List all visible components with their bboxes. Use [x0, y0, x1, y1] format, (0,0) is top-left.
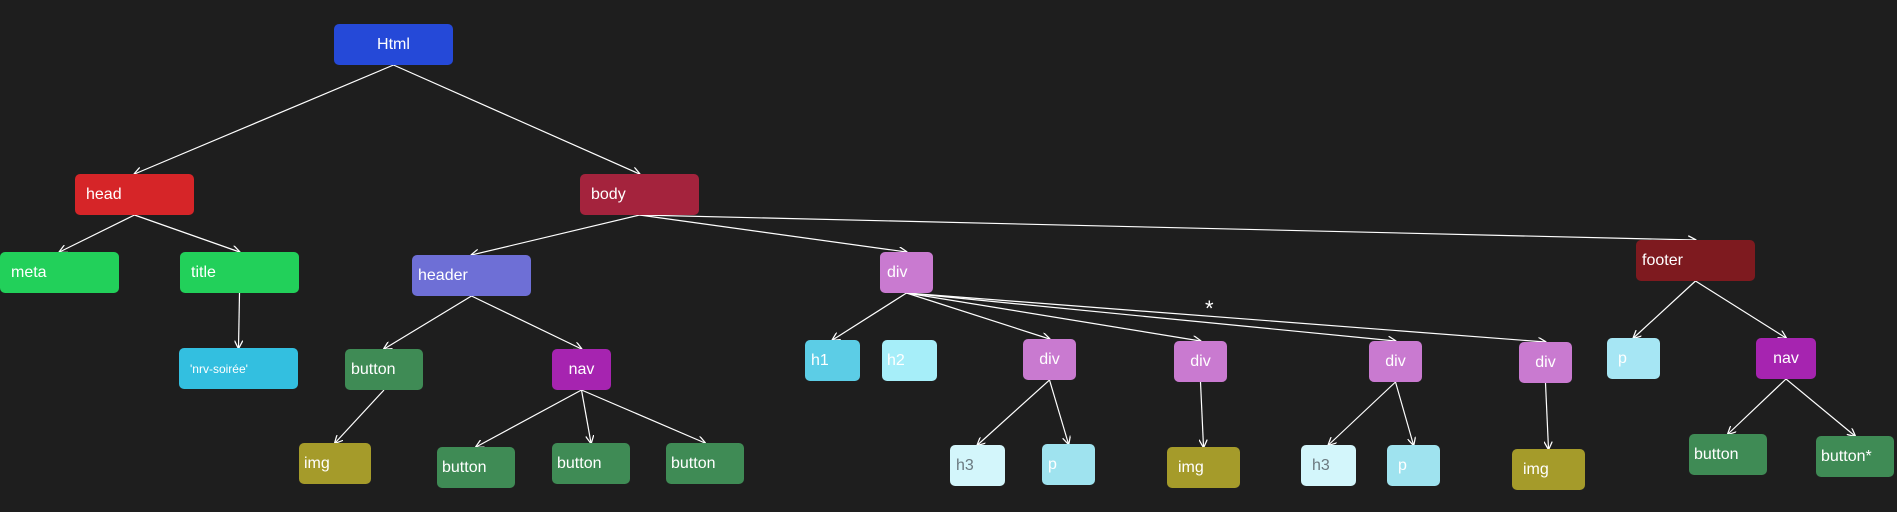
edge-hdr_button-hdr_img: [335, 389, 385, 443]
edge-hdr_nav-nav_btn1: [476, 389, 582, 447]
edge-body-footer: [639, 214, 1696, 240]
edge-footer-footer_p: [1634, 280, 1696, 338]
node-nav-button-2[interactable]: button: [552, 443, 630, 484]
node-header-nav[interactable]: nav: [552, 349, 611, 390]
node-div-2[interactable]: div: [1174, 341, 1227, 382]
node-title-text[interactable]: 'nrv-soirée': [179, 348, 298, 389]
edge-div_main-div2: [906, 292, 1201, 341]
edge-body-div_main: [639, 214, 907, 252]
node-footer-nav[interactable]: nav: [1756, 338, 1816, 379]
node-div-main[interactable]: div: [880, 252, 933, 293]
edge-div_main-div1: [906, 292, 1050, 339]
node-h2[interactable]: h2: [882, 340, 937, 381]
node-div-4[interactable]: div: [1519, 342, 1572, 383]
node-div-3-h3[interactable]: h3: [1301, 445, 1356, 486]
node-header[interactable]: header: [412, 255, 531, 296]
node-meta[interactable]: meta: [0, 252, 119, 293]
edge-div1-div1_p: [1048, 379, 1069, 444]
node-nav-button-1[interactable]: button: [437, 447, 515, 488]
edge-html-body: [393, 64, 640, 174]
edge-hdr_nav-nav_btn3: [581, 389, 706, 443]
edge-div1-div1_h3: [978, 379, 1050, 445]
node-div-3-p[interactable]: p: [1387, 445, 1440, 486]
edge-div3-div3_p: [1394, 381, 1414, 445]
node-head[interactable]: head: [75, 174, 194, 215]
node-div-1-p[interactable]: p: [1042, 444, 1095, 485]
node-html[interactable]: Html: [334, 24, 453, 65]
edge-hdr_nav-nav_btn2: [580, 389, 592, 443]
edge-body-header: [472, 214, 640, 255]
edge-head-title: [134, 214, 240, 252]
edge-footer_nav-ft_btn1: [1728, 378, 1787, 434]
node-div-1[interactable]: div: [1023, 339, 1076, 380]
edge-div4-div4_img: [1546, 382, 1549, 449]
node-header-img[interactable]: img: [299, 443, 371, 484]
edge-div_main-h1: [833, 292, 907, 340]
node-footer-p[interactable]: p: [1607, 338, 1660, 379]
edge-div_main-div4: [906, 292, 1546, 342]
node-div-1-h3[interactable]: h3: [950, 445, 1005, 486]
edge-head-meta: [60, 214, 135, 252]
edge-header-hdr_nav: [471, 295, 582, 349]
edge-div2-div2_img: [1201, 381, 1204, 447]
node-title[interactable]: title: [180, 252, 299, 293]
node-body[interactable]: body: [580, 174, 699, 215]
edge-html-head: [135, 64, 394, 174]
edge-header-hdr_button: [384, 295, 472, 349]
edge-footer_nav-ft_btn2: [1785, 378, 1855, 436]
multiplicity-annotation: *: [1205, 296, 1214, 321]
node-footer[interactable]: footer: [1636, 240, 1755, 281]
edge-footer-footer_nav: [1695, 280, 1787, 338]
node-div-4-img[interactable]: img: [1512, 449, 1585, 490]
edge-title-title_text: [239, 292, 240, 348]
node-nav-button-3[interactable]: button: [666, 443, 744, 484]
edge-div_main-div3: [906, 292, 1396, 341]
edge-div3-div3_h3: [1329, 381, 1396, 445]
node-header-button[interactable]: button: [345, 349, 423, 390]
node-footer-button-2[interactable]: button*: [1816, 436, 1894, 477]
node-div-2-img[interactable]: img: [1167, 447, 1240, 488]
node-h1[interactable]: h1: [805, 340, 860, 381]
node-footer-button-1[interactable]: button: [1689, 434, 1767, 475]
node-div-3[interactable]: div: [1369, 341, 1422, 382]
